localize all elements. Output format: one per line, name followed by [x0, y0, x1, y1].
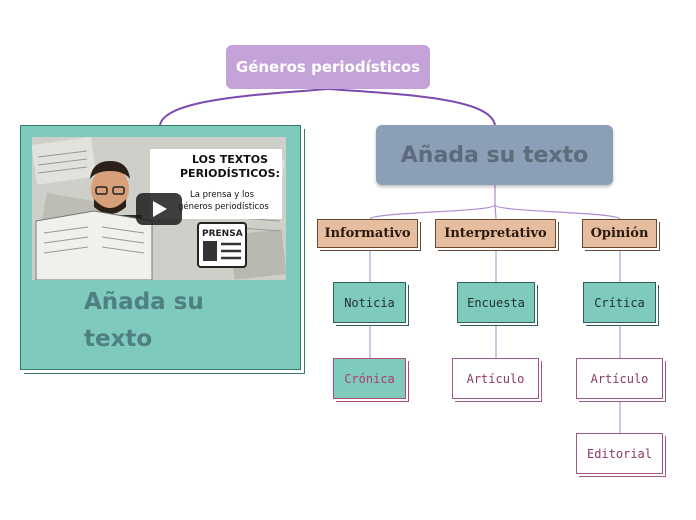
category-label: Informativo	[324, 226, 411, 241]
left-card-text-line1: Añada su	[84, 289, 204, 315]
node-label: Crítica	[594, 295, 645, 310]
category-label: Opinión	[590, 226, 649, 241]
node-label: Artículo	[590, 371, 649, 386]
category-interpretativo[interactable]: Interpretativo	[435, 219, 556, 248]
category-informativo[interactable]: Informativo	[317, 219, 418, 248]
node-label: Crónica	[344, 371, 395, 386]
node-label: Artículo	[466, 371, 525, 386]
prensa-badge-label: PRENSA	[202, 229, 243, 239]
left-card-text[interactable]: Añada su texto	[84, 284, 284, 358]
video-subtitle-line1: La prensa y los	[190, 190, 255, 200]
node-articulo-opinion[interactable]: Artículo	[576, 358, 663, 399]
node-editorial[interactable]: Editorial	[576, 433, 663, 474]
video-title-line1: LOS TEXTOS	[192, 153, 268, 166]
left-card-text-line2: texto	[84, 326, 153, 352]
right-topic-label: Añada su texto	[400, 142, 589, 168]
play-icon[interactable]	[136, 193, 182, 225]
root-label: Géneros periodísticos	[235, 58, 421, 76]
node-noticia[interactable]: Noticia	[333, 282, 406, 323]
category-label: Interpretativo	[444, 226, 547, 241]
node-label: Editorial	[586, 446, 653, 461]
video-title-line2: PERIODÍSTICOS:	[180, 167, 280, 180]
video-graphic: LOS TEXTOS PERIODÍSTICOS: La prensa y lo…	[32, 137, 286, 280]
right-topic-node[interactable]: Añada su texto	[376, 125, 613, 185]
node-encuesta[interactable]: Encuesta	[457, 282, 535, 323]
node-label: Noticia	[344, 295, 395, 310]
category-opinion[interactable]: Opinión	[582, 219, 657, 248]
node-label: Encuesta	[467, 295, 525, 310]
node-cronica[interactable]: Crónica	[333, 358, 406, 399]
node-articulo-interpretativo[interactable]: Artículo	[452, 358, 539, 399]
root-node[interactable]: Géneros periodísticos	[226, 45, 430, 89]
video-thumbnail[interactable]: LOS TEXTOS PERIODÍSTICOS: La prensa y lo…	[32, 137, 286, 280]
node-critica[interactable]: Crítica	[583, 282, 656, 323]
video-subtitle-line2: géneros periodísticos	[178, 201, 269, 212]
